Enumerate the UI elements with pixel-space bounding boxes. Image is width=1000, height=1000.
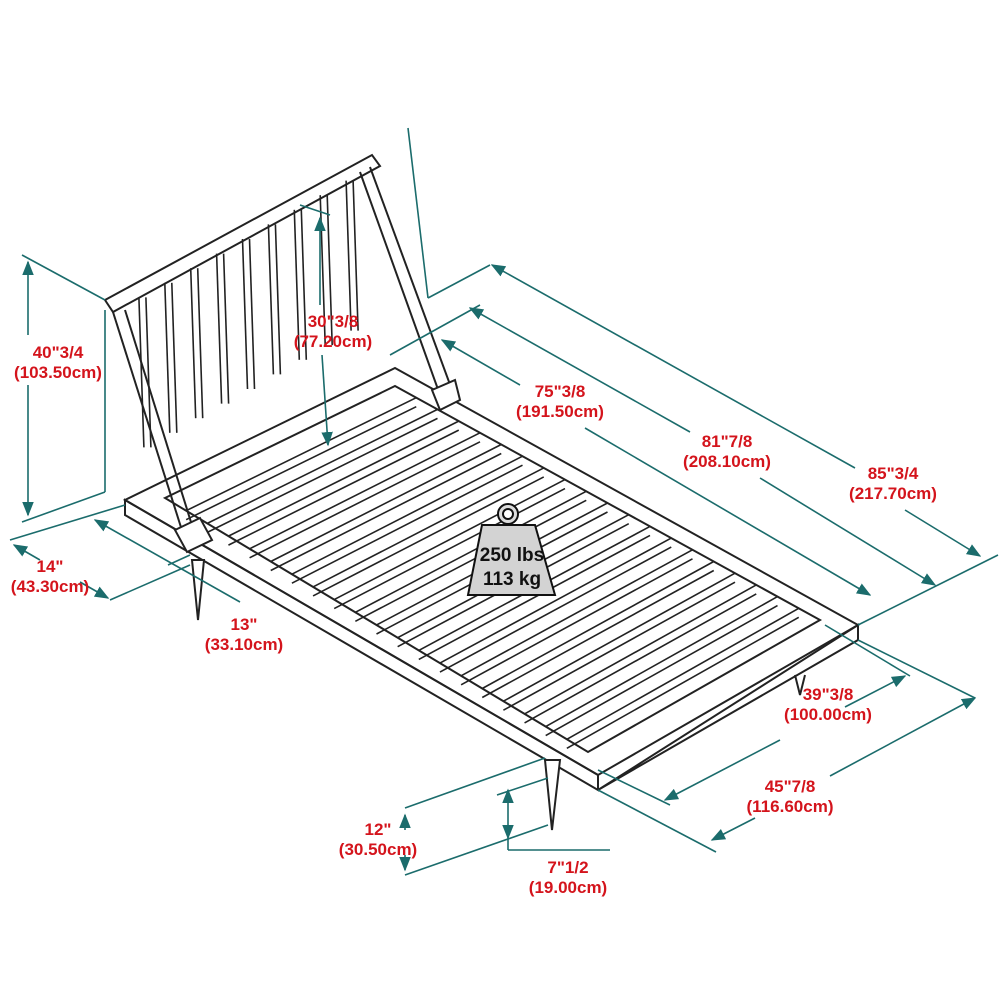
slat-line bbox=[291, 464, 523, 584]
slat-line bbox=[524, 584, 757, 715]
slat-line bbox=[333, 478, 566, 601]
headboard-spindle bbox=[241, 238, 249, 390]
slat-line bbox=[312, 476, 545, 597]
headboard-spindle bbox=[274, 224, 282, 375]
headboard-spindle bbox=[164, 282, 171, 433]
headboard-spindle bbox=[345, 180, 352, 331]
metric-value: (43.30cm) bbox=[10, 577, 90, 596]
slat-line bbox=[270, 452, 502, 572]
metric-value: (33.10cm) bbox=[204, 635, 284, 654]
dimension-headboard-offset: 13"(33.10cm) bbox=[205, 615, 283, 655]
headboard-spindle bbox=[189, 268, 197, 419]
headboard-spindle bbox=[267, 224, 275, 375]
slat-line bbox=[439, 537, 672, 664]
bed-frame bbox=[103, 153, 861, 831]
imperial-value: 7"1/2 bbox=[547, 858, 589, 877]
metric-value: (30.50cm) bbox=[338, 840, 418, 859]
imperial-value: 14" bbox=[36, 557, 64, 576]
metric-value: (103.50cm) bbox=[14, 363, 102, 382]
slat-line bbox=[312, 467, 545, 588]
headboard-spindle bbox=[196, 268, 204, 419]
headboard-spindle bbox=[248, 238, 256, 390]
slat-line bbox=[228, 420, 460, 537]
headboard-spindle bbox=[145, 297, 152, 448]
metric-value: (217.70cm) bbox=[849, 484, 937, 503]
headboard-spindle bbox=[300, 209, 308, 360]
imperial-value: 30"3/8 bbox=[307, 312, 359, 331]
dimension-floor-clearance: 12"(30.50cm) bbox=[339, 820, 417, 860]
dimension-overall-width: 45"7/8(116.60cm) bbox=[747, 777, 834, 817]
slat-line bbox=[503, 581, 736, 711]
dimension-leg-height: 7"1/2(19.00cm) bbox=[529, 858, 607, 898]
metric-value: (116.60cm) bbox=[746, 797, 834, 816]
headboard-spindle bbox=[326, 195, 333, 346]
slat-line bbox=[460, 558, 693, 686]
dimension-overall-length: 85"3/4(217.70cm) bbox=[849, 464, 937, 504]
imperial-value: 81"7/8 bbox=[701, 432, 753, 451]
slat-line bbox=[185, 405, 417, 521]
imperial-value: 85"3/4 bbox=[867, 464, 919, 483]
metric-value: (19.00cm) bbox=[528, 878, 608, 897]
slat-line bbox=[566, 616, 800, 749]
slat-line bbox=[545, 604, 778, 737]
headboard-spindle bbox=[138, 297, 145, 448]
weight-capacity-kg: 113 kg bbox=[482, 569, 542, 590]
metric-value: (100.00cm) bbox=[784, 705, 872, 724]
imperial-value: 45"7/8 bbox=[764, 777, 816, 796]
imperial-value: 13" bbox=[230, 615, 258, 634]
slat-line bbox=[545, 595, 778, 728]
dimension-lines bbox=[9, 127, 999, 876]
metric-value: (77.20cm) bbox=[293, 332, 373, 351]
headboard-spindle bbox=[215, 253, 223, 404]
slat-line bbox=[503, 572, 736, 702]
weight-icon bbox=[466, 503, 557, 596]
slat-line bbox=[270, 443, 502, 563]
slat-line bbox=[249, 441, 481, 559]
slat-line bbox=[566, 607, 800, 740]
slat-line bbox=[460, 549, 693, 677]
headboard-spindle bbox=[222, 253, 230, 404]
dimension-inner-length: 75"3/8(191.50cm) bbox=[516, 382, 604, 422]
slat-line bbox=[418, 534, 651, 661]
imperial-value: 40"3/4 bbox=[32, 343, 84, 362]
slat-line bbox=[185, 396, 417, 512]
dimension-headboard-depth: 14"(43.30cm) bbox=[11, 557, 89, 597]
slat-line bbox=[354, 499, 587, 623]
dimension-frame-length: 81"7/8(208.10cm) bbox=[683, 432, 771, 472]
weight-capacity-lbs: 250 lbs bbox=[479, 545, 545, 566]
dimension-inner-width: 39"3/8(100.00cm) bbox=[784, 685, 872, 725]
imperial-value: 12" bbox=[364, 820, 392, 839]
slat-line bbox=[481, 569, 715, 699]
headboard-spindle bbox=[352, 180, 359, 331]
headboard-spindle bbox=[293, 209, 301, 360]
headboard-spindle bbox=[171, 282, 178, 433]
slat-line bbox=[524, 593, 757, 724]
imperial-value: 75"3/8 bbox=[534, 382, 586, 401]
slat-line bbox=[333, 487, 566, 610]
metric-value: (191.50cm) bbox=[516, 402, 604, 421]
dimension-headboard-height: 40"3/4(103.50cm) bbox=[14, 343, 102, 383]
slat-line bbox=[206, 417, 438, 534]
slat-line bbox=[354, 490, 587, 614]
slat-line bbox=[206, 408, 438, 525]
imperial-value: 39"3/8 bbox=[802, 685, 854, 704]
dimension-headboard-panel: 30"3/8(77.20cm) bbox=[294, 312, 372, 352]
slat-line bbox=[481, 560, 715, 690]
slat-line bbox=[249, 432, 481, 550]
slat-line bbox=[439, 546, 672, 673]
metric-value: (208.10cm) bbox=[683, 452, 771, 471]
slat-line bbox=[291, 455, 523, 575]
slat-line bbox=[228, 429, 460, 546]
